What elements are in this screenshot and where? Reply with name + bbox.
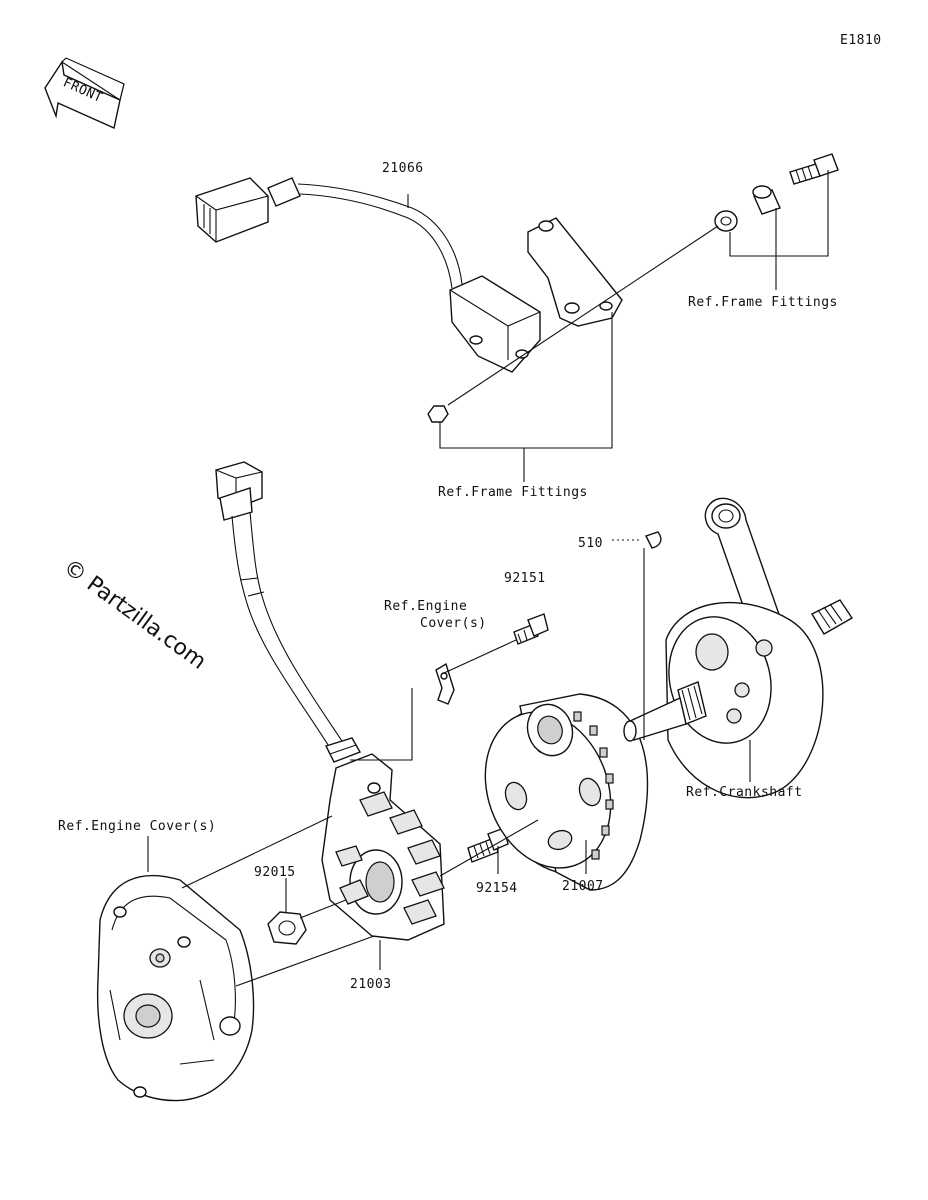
crankshaft[interactable] [623, 497, 853, 799]
frame-fitting-bolt[interactable] [789, 153, 839, 185]
ref-frame-fittings-top: Ref.Frame Fittings [688, 295, 838, 310]
part-label-21003: 21003 [350, 977, 392, 992]
nut-92015[interactable] [267, 911, 307, 945]
frame-fitting-nut[interactable] [427, 405, 449, 423]
ref-engine-cover-line1: Ref.Engine [384, 599, 467, 614]
ref-engine-cover-line2: Cover(s) [420, 616, 487, 631]
front-arrow-icon: FRONT [44, 57, 125, 129]
frame-fitting-collar[interactable] [752, 185, 781, 215]
frame-fitting-washer[interactable] [714, 210, 738, 232]
engine-cover[interactable] [96, 874, 255, 1102]
ref-engine-cover-left: Ref.Engine Cover(s) [58, 819, 216, 834]
rotor-flywheel[interactable] [464, 687, 651, 894]
bolt-92151[interactable] [513, 613, 549, 645]
part-label-92151: 92151 [504, 571, 546, 586]
regulator-rectifier[interactable] [195, 177, 541, 373]
woodruff-key-510[interactable] [645, 531, 662, 549]
stator-assembly[interactable] [215, 461, 445, 941]
diagram-code: E1810 [840, 33, 882, 48]
mounting-bracket[interactable] [527, 217, 623, 327]
wire-clamp[interactable] [435, 662, 455, 705]
part-label-510: 510 [578, 536, 603, 551]
part-label-21007: 21007 [562, 879, 604, 894]
ref-frame-fittings-mid: Ref.Frame Fittings [438, 485, 588, 500]
ref-crankshaft: Ref.Crankshaft [686, 785, 803, 800]
watermark: © Partzilla.com [58, 555, 210, 675]
part-label-92015: 92015 [254, 865, 296, 880]
part-label-92154: 92154 [476, 881, 518, 896]
part-label-21066: 21066 [382, 161, 424, 176]
